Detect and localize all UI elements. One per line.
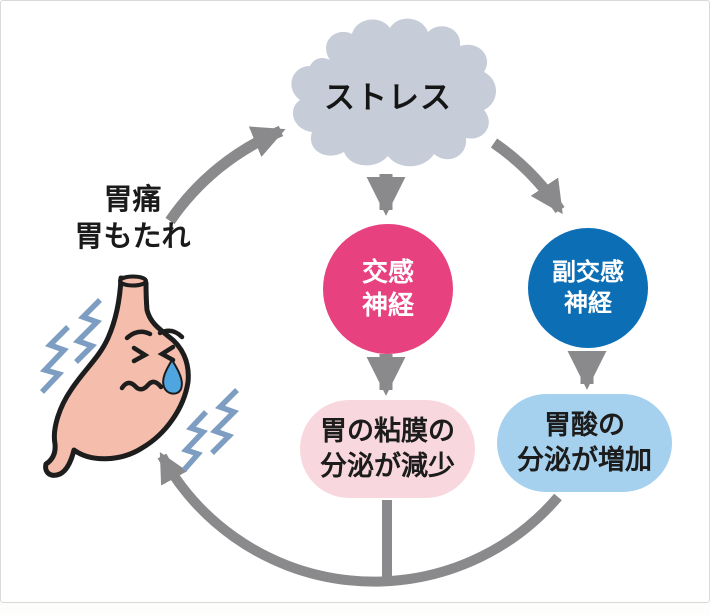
stomach-illustration — [43, 274, 191, 478]
sympathetic-nerve-node: 交感 神経 — [323, 224, 453, 354]
symptom-line-stomach-pain: 胃痛 — [103, 184, 162, 216]
arrow-stress-to-parasympathetic — [490, 138, 565, 215]
stomach-face — [119, 328, 185, 392]
stomach-body — [43, 275, 191, 478]
left-eye-closed — [131, 345, 150, 364]
symptom-line-stomach-heaviness: 胃もたれ — [74, 221, 191, 253]
arrow-cycle-to-stomach — [157, 452, 562, 587]
right-eye-closed — [157, 344, 176, 363]
stomach-esophagus-opening — [118, 274, 148, 288]
acid-increase-node: 胃酸の 分泌が増加 — [497, 394, 672, 492]
parasympathetic-nerve-node: 副交感 神経 — [528, 228, 648, 348]
sympathetic-label-line1: 交感 — [361, 257, 414, 287]
parasympathetic-label-line2: 神経 — [564, 290, 612, 317]
pain-zigzag-right — [181, 388, 240, 472]
acid-label-line2: 分泌が増加 — [517, 445, 652, 475]
left-eyebrow — [124, 329, 153, 341]
stress-cloud-shape — [291, 18, 496, 167]
stress-cloud-label: ストレス — [324, 80, 452, 115]
mucosa-decrease-node: 胃の粘膜の 分泌が減少 — [300, 400, 475, 498]
mucosa-label-line1: 胃の粘膜の — [320, 416, 455, 446]
sympathetic-label-line2: 神経 — [361, 290, 414, 320]
symptoms-label: 胃痛 胃もたれ — [40, 182, 225, 256]
tear-icon — [162, 358, 183, 395]
mucosa-label-line2: 分泌が減少 — [320, 451, 455, 481]
right-eyebrow — [157, 328, 185, 340]
acid-label-line1: 胃酸の — [544, 410, 625, 440]
pain-zigzag-left — [39, 298, 103, 394]
mouth-wavy — [119, 379, 164, 392]
arrow-stomach-to-stress — [165, 125, 286, 225]
parasympathetic-label-line1: 副交感 — [552, 259, 624, 286]
